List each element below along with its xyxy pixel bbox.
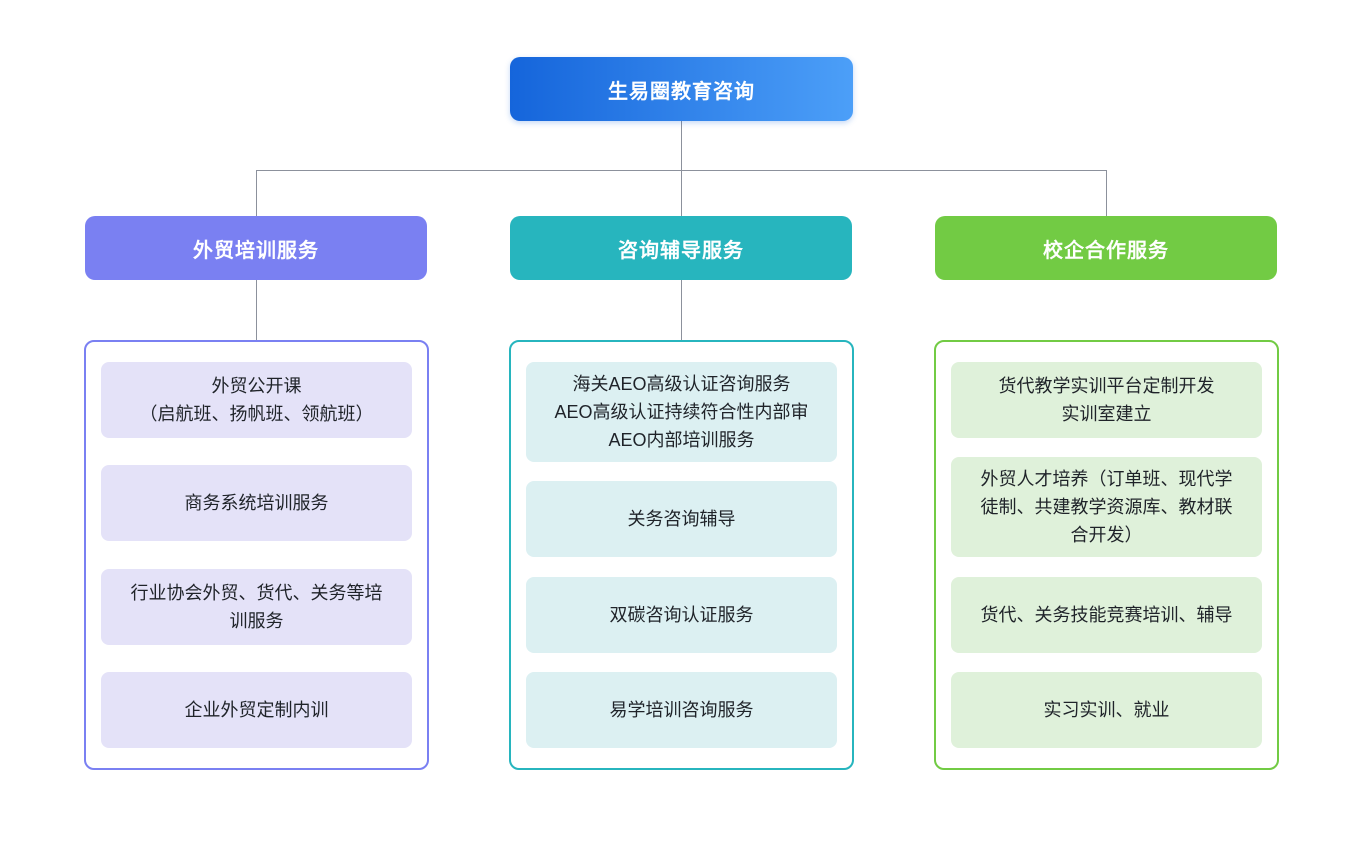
service-item: 货代教学实训平台定制开发 实训室建立 [951, 362, 1262, 438]
service-item-line: 外贸人才培养（订单班、现代学徒制、共建教学资源库、教材联合开发） [980, 469, 1233, 546]
service-item-line: 行业协会外贸、货代、关务等培训服务 [130, 582, 383, 631]
service-item: 海关AEO高级认证咨询服务 AEO高级认证持续符合性内部审 AEO内部培训服务 [526, 362, 837, 462]
connector-branch2-up [681, 170, 682, 216]
service-item: 商务系统培训服务 [101, 465, 412, 542]
branch-header-label: 咨询辅导服务 [618, 239, 744, 262]
service-item-line: 企业外贸定制内训 [184, 699, 329, 720]
service-item: 关务咨询辅导 [526, 481, 837, 558]
service-item: 外贸公开课 （启航班、扬帆班、领航班） [101, 362, 412, 438]
branch-header-consulting-coaching: 咨询辅导服务 [510, 216, 852, 280]
service-item-line: 货代教学实训平台定制开发 [998, 376, 1215, 396]
connector-branch1-container [256, 280, 257, 340]
service-item: 易学培训咨询服务 [526, 671, 837, 748]
service-item-line: AEO高级认证持续符合性内部审 [554, 402, 809, 422]
branch-container-consulting-coaching: 海关AEO高级认证咨询服务 AEO高级认证持续符合性内部审 AEO内部培训服务 … [509, 340, 854, 770]
service-item-line: 海关AEO高级认证咨询服务 [572, 374, 791, 394]
connector-root-down [681, 121, 682, 170]
connector-branch3-up [1106, 170, 1107, 216]
service-item-line: 实训室建立 [1061, 404, 1152, 424]
service-item-line: 实习实训、就业 [1043, 699, 1170, 720]
service-item-line: 易学培训咨询服务 [609, 699, 754, 720]
service-item: 实习实训、就业 [951, 671, 1262, 748]
branch-container-foreign-trade-training: 外贸公开课 （启航班、扬帆班、领航班） 商务系统培训服务 行业协会外贸、货代、关… [84, 340, 429, 770]
service-item-line: 双碳咨询认证服务 [609, 604, 754, 625]
branch-header-school-enterprise: 校企合作服务 [935, 216, 1277, 280]
branch-container-school-enterprise: 货代教学实训平台定制开发 实训室建立 外贸人才培养（订单班、现代学徒制、共建教学… [934, 340, 1279, 770]
service-item-line: 关务咨询辅导 [627, 509, 736, 530]
service-item-line: （启航班、扬帆班、领航班） [139, 404, 374, 424]
branch-header-label: 外贸培训服务 [193, 239, 319, 262]
service-item: 双碳咨询认证服务 [526, 576, 837, 653]
connector-branch2-container [681, 280, 682, 340]
branch-header-foreign-trade-training: 外贸培训服务 [85, 216, 427, 280]
service-item-line: 外贸公开课 [211, 376, 302, 396]
service-item: 货代、关务技能竞赛培训、辅导 [951, 576, 1262, 653]
root-label: 生易圈教育咨询 [608, 80, 755, 103]
service-item-line: 货代、关务技能竞赛培训、辅导 [980, 604, 1233, 625]
service-item-line: AEO内部培训服务 [608, 430, 755, 450]
service-item: 行业协会外贸、货代、关务等培训服务 [101, 568, 412, 645]
service-item: 企业外贸定制内训 [101, 671, 412, 748]
root-node: 生易圈教育咨询 [510, 57, 853, 121]
branch-header-label: 校企合作服务 [1043, 239, 1169, 262]
service-item: 外贸人才培养（订单班、现代学徒制、共建教学资源库、教材联合开发） [951, 457, 1262, 558]
service-item-line: 商务系统培训服务 [184, 493, 329, 514]
connector-branch1-up [256, 170, 257, 216]
